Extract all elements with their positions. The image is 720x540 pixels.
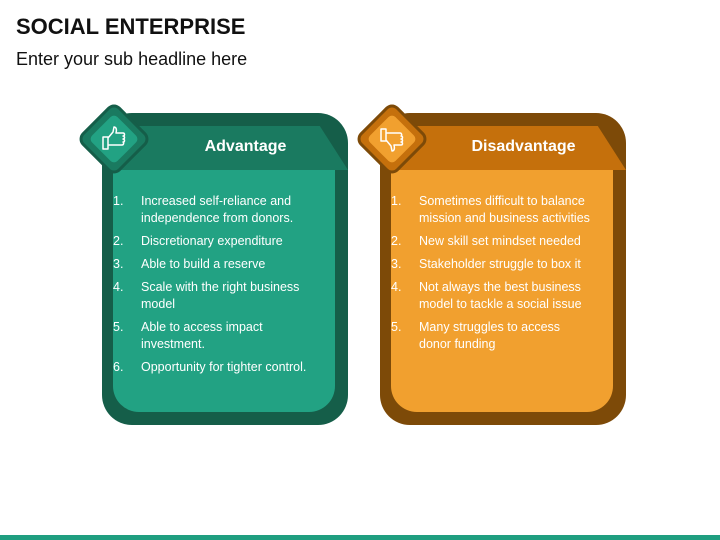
list-item: 2.New skill set mindset needed <box>391 234 581 248</box>
disadvantage-panel <box>391 163 613 412</box>
list-item: 1.Increased self-reliance and independen… <box>113 194 294 225</box>
list-item: 4.Not always the best business model to … <box>391 280 582 311</box>
disadvantage-header: Disadvantage <box>391 126 626 170</box>
advantage-panel <box>113 163 335 412</box>
list-item: 6.Opportunity for tighter control. <box>113 360 307 374</box>
list-item: 2.Discretionary expenditure <box>113 234 283 248</box>
list-item: 3.Able to build a reserve <box>113 257 266 271</box>
thumbs-up-icon <box>102 126 126 150</box>
list-item: 3.Stakeholder struggle to box it <box>391 257 581 271</box>
disadvantage-card: Disadvantage 1.Sometimes difficult to ba… <box>358 105 626 425</box>
footer-bar <box>0 535 720 540</box>
list-item: 1.Sometimes difficult to balance mission… <box>391 194 590 225</box>
thumbs-down-icon <box>380 128 404 152</box>
list-item: 5.Able to access impact investment. <box>113 320 263 351</box>
advantage-title: Advantage <box>204 138 287 155</box>
list-item: 5.Many struggles to access donor funding <box>391 320 561 351</box>
disadvantage-title: Disadvantage <box>471 138 576 155</box>
advantage-header: Advantage <box>113 126 348 170</box>
advantage-card: Advantage 1.Increased self-reliance and … <box>80 105 348 425</box>
list-item: 4.Scale with the right business model <box>113 280 300 311</box>
page-subtitle: Enter your sub headline here <box>16 49 248 69</box>
page-title: SOCIAL ENTERPRISE <box>16 14 246 39</box>
